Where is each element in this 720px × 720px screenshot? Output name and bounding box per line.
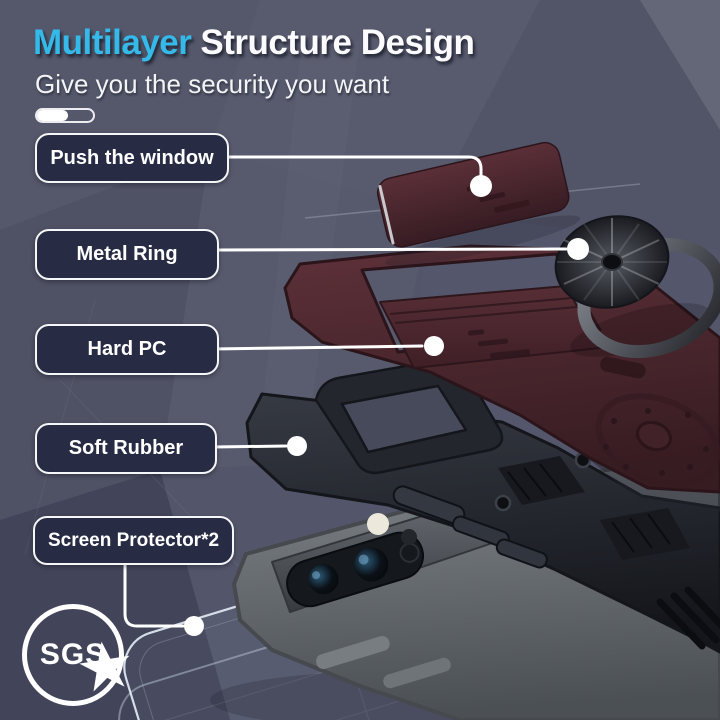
label-text: Screen Protector*2	[47, 529, 220, 551]
kickstand-texture	[494, 451, 690, 560]
callout-lines	[123, 155, 589, 636]
label-screen-protector: Screen Protector*2	[33, 516, 234, 565]
callout-line-soft-rubber	[211, 444, 288, 449]
progress-pill	[35, 108, 95, 123]
label-soft-rubber: Soft Rubber	[35, 423, 217, 474]
progress-pill-fill	[37, 110, 68, 121]
title-rest: Structure Design	[200, 23, 475, 62]
camera-sensor	[401, 529, 417, 545]
sgs-label: SGS	[39, 638, 107, 671]
callout-dot	[567, 238, 589, 260]
soft-rubber-case	[245, 358, 720, 654]
label-metal-ring: Metal Ring	[35, 229, 219, 280]
phone-side-button	[316, 635, 390, 670]
case-button	[495, 538, 548, 569]
slide-window-plate	[376, 141, 581, 267]
camera-cutout-collar	[314, 358, 504, 475]
star-icon: ★	[70, 623, 141, 710]
callout-line-push-the-window	[223, 155, 483, 177]
callout-dot	[424, 336, 444, 356]
title-accent: Multilayer	[33, 23, 192, 62]
label-hard-pc: Hard PC	[35, 324, 219, 375]
label-text: Metal Ring	[76, 243, 178, 265]
callout-line-metal-ring	[213, 247, 568, 252]
label-text: Push the window	[50, 146, 214, 169]
camera-flash	[367, 513, 389, 535]
metal-ring	[554, 215, 720, 359]
phone-side-button	[383, 657, 451, 689]
ring-mount-plate	[595, 356, 720, 487]
subtitle: Give you the security you want	[35, 68, 390, 99]
label-text: Hard PC	[87, 338, 167, 360]
callout-dot	[184, 616, 204, 636]
corner-ribs	[656, 586, 720, 650]
label-push-the-window: Push the window	[35, 133, 229, 183]
callout-line-screen-protector	[123, 561, 185, 628]
label-text: Soft Rubber	[68, 437, 184, 459]
sgs-certification-badge: SGS ★	[16, 598, 141, 718]
sgs-circle: SGS	[22, 604, 124, 706]
callout-dot	[470, 175, 492, 197]
callout-line-hard-pc	[211, 344, 424, 351]
callout-dot	[287, 436, 307, 456]
